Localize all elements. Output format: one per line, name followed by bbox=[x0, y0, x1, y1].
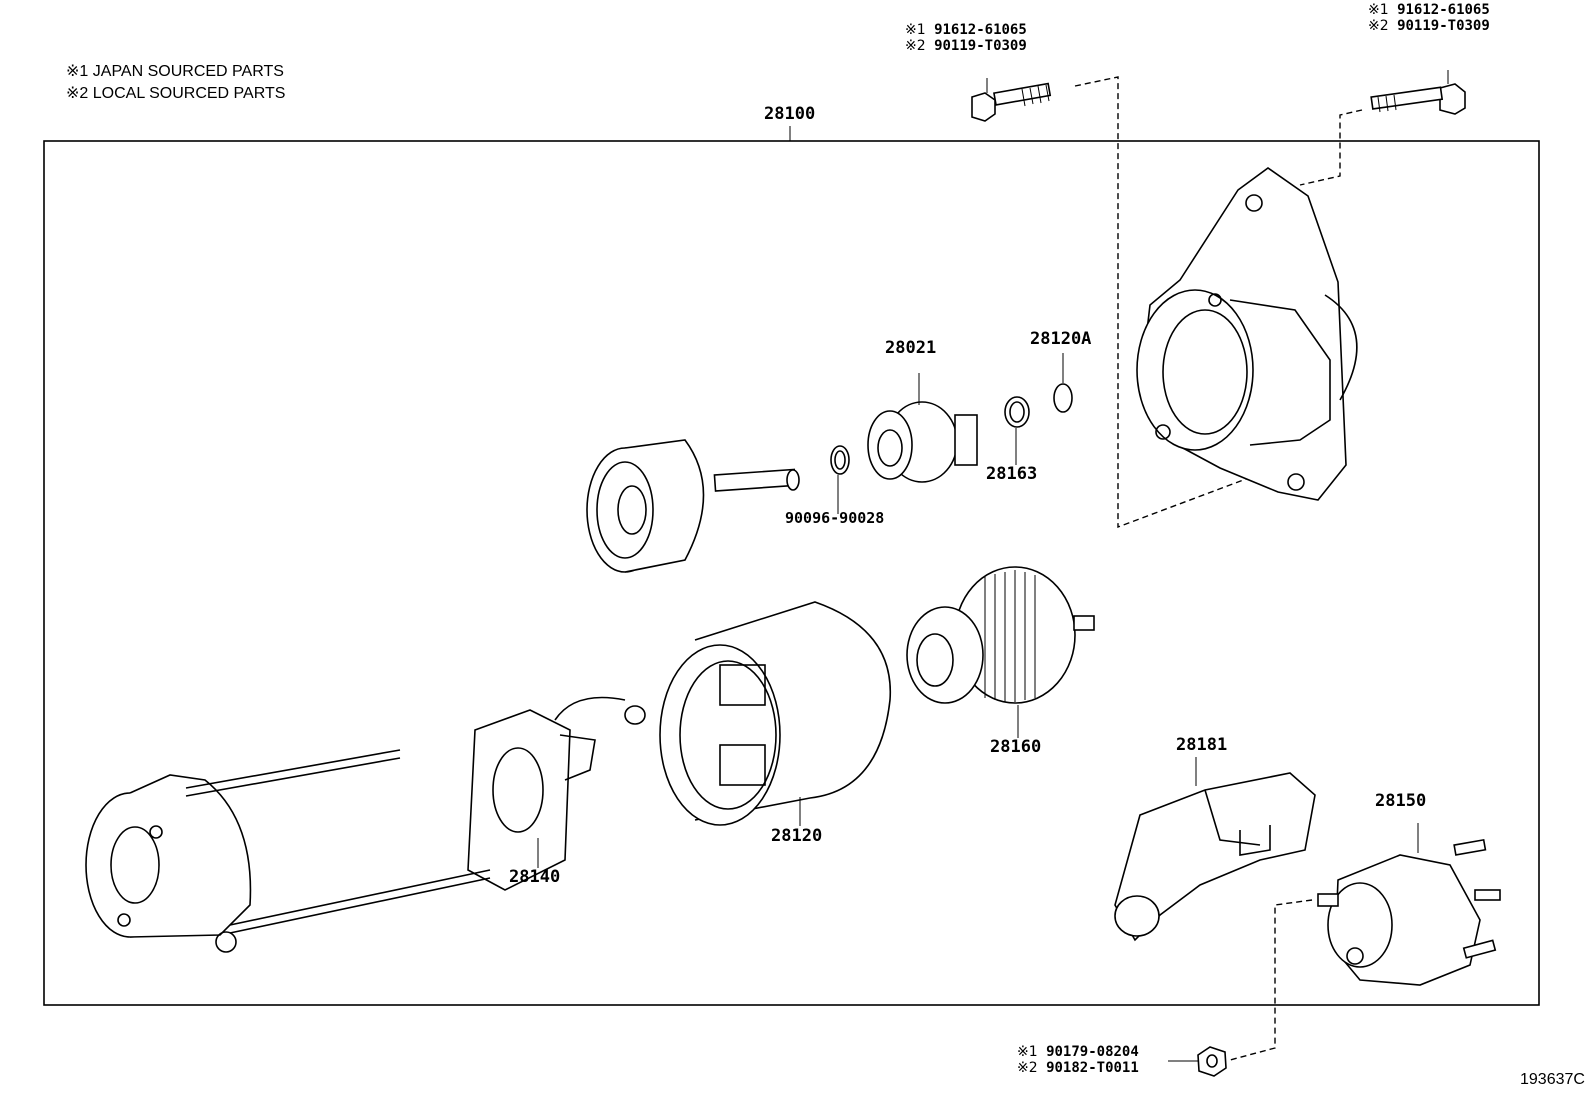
note-mark: ※1 bbox=[66, 63, 89, 80]
commutator-end-frame bbox=[85, 749, 491, 953]
note-mark: ※2 bbox=[66, 85, 89, 102]
part-label-28140[interactable]: 28140 bbox=[509, 867, 561, 887]
nut-bottom bbox=[1197, 1046, 1227, 1077]
planetary-gear-assy bbox=[906, 566, 1095, 704]
note-mark: ※2 bbox=[905, 38, 926, 54]
note-mark: ※1 bbox=[1017, 1044, 1038, 1060]
snap-ring bbox=[830, 445, 850, 475]
note-mark: ※1 bbox=[1368, 2, 1389, 18]
nut-label-2[interactable]: ※2 90182-T0011 bbox=[1017, 1060, 1139, 1076]
bolt-top-right bbox=[1370, 70, 1466, 115]
part-label-28181[interactable]: 28181 bbox=[1176, 735, 1228, 755]
note-text: LOCAL SOURCED PARTS bbox=[92, 85, 286, 102]
magnetic-switch bbox=[1317, 838, 1501, 986]
part-number: 90179-08204 bbox=[1046, 1044, 1139, 1060]
note-mark: ※2 bbox=[1017, 1060, 1038, 1076]
part-number: 91612-61065 bbox=[934, 22, 1027, 38]
o-ring bbox=[1053, 383, 1073, 413]
part-label-28021[interactable]: 28021 bbox=[885, 338, 937, 358]
leader-bolt-left bbox=[1074, 76, 1271, 529]
note-text: JAPAN SOURCED PARTS bbox=[92, 63, 284, 80]
figure-id: 193637C bbox=[1520, 1071, 1585, 1088]
part-number: 90182-T0011 bbox=[1046, 1060, 1139, 1076]
part-number: 91612-61065 bbox=[1397, 2, 1490, 18]
nut-label-1[interactable]: ※1 90179-08204 bbox=[1017, 1044, 1139, 1060]
part-label-28163[interactable]: 28163 bbox=[986, 464, 1038, 484]
leader-bolt-right bbox=[1299, 109, 1363, 186]
note-mark: ※1 bbox=[905, 22, 926, 38]
part-label-90096-90028[interactable]: 90096-90028 bbox=[785, 509, 885, 527]
armature bbox=[586, 439, 800, 573]
yoke-housing bbox=[659, 601, 892, 826]
part-label-28150[interactable]: 28150 bbox=[1375, 791, 1427, 811]
part-number: 90119-T0309 bbox=[1397, 18, 1490, 34]
bolt-left-label-2[interactable]: ※2 90119-T0309 bbox=[905, 38, 1027, 54]
part-number: 90119-T0309 bbox=[934, 38, 1027, 54]
assembly-frame bbox=[43, 140, 1540, 1006]
bolt-top-left bbox=[971, 78, 1052, 122]
part-label-28160[interactable]: 28160 bbox=[990, 737, 1042, 757]
part-label-assembly[interactable]: 28100 bbox=[764, 104, 816, 124]
note-mark: ※2 bbox=[1368, 18, 1389, 34]
bolt-right-label-2[interactable]: ※2 90119-T0309 bbox=[1368, 18, 1490, 34]
pinion-gear bbox=[867, 401, 978, 483]
note-japan-sourced: ※1 JAPAN SOURCED PARTS bbox=[66, 61, 284, 83]
bolt-left-label-1[interactable]: ※1 91612-61065 bbox=[905, 22, 1027, 38]
note-local-sourced: ※2 LOCAL SOURCED PARTS bbox=[66, 83, 285, 105]
terminal-cover bbox=[1114, 772, 1316, 942]
drive-housing bbox=[1136, 167, 1358, 501]
leader-nut bbox=[1229, 899, 1313, 1061]
part-label-28120[interactable]: 28120 bbox=[771, 826, 823, 846]
part-label-28120A[interactable]: 28120A bbox=[1030, 329, 1092, 349]
brush-holder bbox=[467, 696, 646, 891]
bolt-right-label-1[interactable]: ※1 91612-61065 bbox=[1368, 2, 1490, 18]
collar bbox=[1004, 396, 1030, 428]
